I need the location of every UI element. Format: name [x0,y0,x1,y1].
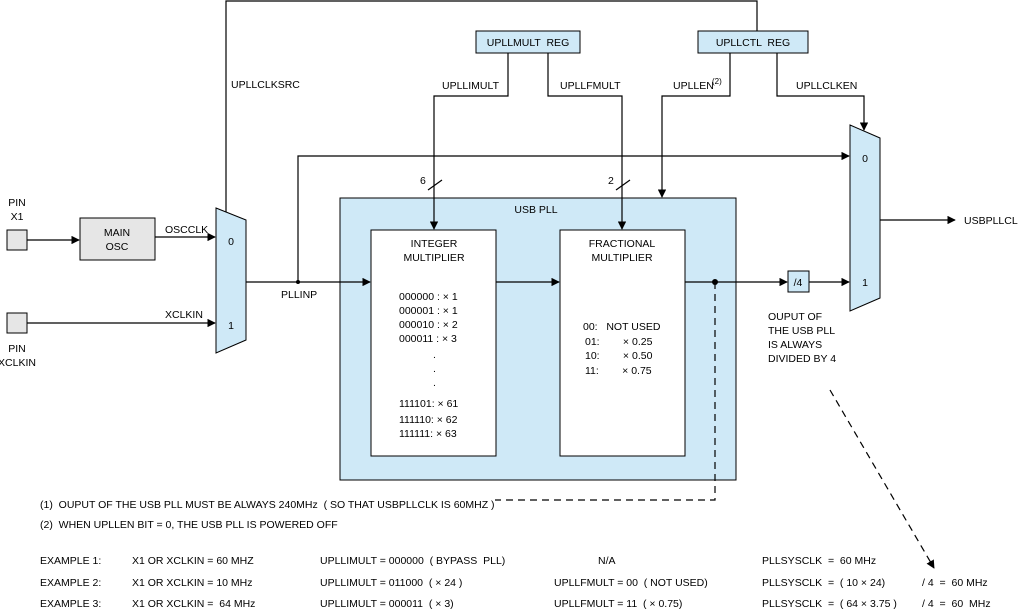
divider-note: THE USB PLL [768,325,835,337]
example-fmult: N/A [598,555,616,567]
example-fmult: UPLLFMULT = 11 ( × 0.75) [554,598,682,610]
example-name: EXAMPLE 3: [40,598,101,610]
integer-row: 111110: × 62 [399,414,458,426]
wire-upllimult [429,53,509,230]
example-name: EXAMPLE 2: [40,577,101,589]
fractional-multiplier-box [559,229,686,457]
pin-x1-box [6,229,28,251]
example-sysclk: PLLSYSCLK = ( 10 × 24) [762,577,885,589]
example-imult: UPLLIMULT = 000000 ( BYPASS PLL) [320,555,505,567]
example-clk: X1 OR XCLKIN = 60 MHZ [132,555,254,567]
wire-upllen [657,53,731,198]
integer-row: 000011 : × 3 [399,333,457,345]
junction-dot [296,280,300,284]
wire-bypass [297,151,850,282]
wires [27,0,956,328]
signal-usbpllclk: USBPLLCLK [964,215,1018,227]
example-div: / 4 = 60 MHz [922,577,988,589]
upllmult-reg [475,30,581,54]
example-clk: X1 OR XCLKIN = 10 MHz [132,577,253,589]
upllmult-reg-label: UPLLMULT REG [487,37,569,49]
example-div: / 4 = 60 MHz [922,598,991,610]
dashed-note-1 [495,282,716,501]
integer-row: 000000 : × 1 [399,291,458,303]
dashed-wires [495,282,935,569]
signal-pllinp: PLLINP [281,289,317,301]
pin-x1-label: X1 [11,211,24,223]
signal-upllen: UPLLEN [673,80,714,92]
left-mux-input-0: 0 [228,236,234,248]
main-osc-label: MAIN [104,227,130,239]
signal-upllclksrc: UPLLCLKSRC [231,79,300,91]
dashed-note-divider [829,389,935,569]
signal-upllclken: UPLLCLKEN [796,80,857,92]
example-clk: X1 OR XCLKIN = 64 MHz [132,598,255,610]
fractional-multiplier-title-2: MULTIPLIER [591,252,652,264]
example-imult: UPLLIMULT = 000011 ( × 3) [320,598,454,610]
pin-xclkin-label: PIN [8,343,26,355]
bus-slash-imult [427,179,443,191]
signal-upllimult: UPLLIMULT [442,80,500,92]
wire-upllfmult [547,53,627,230]
signal-upllen-note: (2) [712,77,722,86]
integer-row: 111101: × 61 [399,398,458,410]
divider-note: OUPUT OF [768,311,822,323]
signal-xclkin: XCLKIN [165,309,203,321]
integer-row: 111111: × 63 [399,428,457,440]
pin-x1-label: PIN [8,197,26,209]
note-1: (1) OUPUT OF THE USB PLL MUST BE ALWAYS … [40,499,495,511]
integer-dot: . [433,363,436,375]
bus-width-fmult: 2 [608,175,614,187]
left-mux-input-1: 1 [228,320,234,332]
fractional-row: 00: NOT USED [583,321,661,333]
fractional-multiplier-title-1: FRACTIONAL [589,238,656,250]
upllctl-reg-label: UPLLCTL REG [716,37,790,49]
main-osc-box [79,217,156,261]
example-imult: UPLLIMULT = 011000 ( × 24 ) [320,577,462,589]
integer-row: 000001 : × 1 [399,305,458,317]
right-mux-input-1: 1 [862,277,868,289]
example-sysclk: PLLSYSCLK = ( 64 × 3.75 ) [762,598,897,610]
divider-note: IS ALWAYS [768,339,822,351]
examples: EXAMPLE 1: X1 OR XCLKIN = 60 MHZ UPLLIMU… [40,555,991,610]
wire-upllclksrc [225,0,758,212]
example-fmult: UPLLFMULT = 00 ( NOT USED) [554,577,708,589]
example-sysclk: PLLSYSCLK = 60 MHz [762,555,876,567]
fractional-row: 11: × 0.75 [585,365,652,377]
pin-xclkin-box [6,312,28,334]
left-mux [215,207,247,354]
right-mux-input-0: 0 [862,153,868,165]
main-osc-label: OSC [106,241,129,253]
integer-multiplier-title-2: MULTIPLIER [403,252,464,264]
upllctl-reg [697,30,809,54]
junction-dot [712,279,718,285]
signal-upllfmult: UPLLFMULT [560,80,621,92]
note-2: (2) WHEN UPLLEN BIT = 0, THE USB PLL IS … [40,519,338,531]
example-name: EXAMPLE 1: [40,555,101,567]
integer-multiplier-box [370,229,497,457]
integer-multiplier-title-1: INTEGER [411,238,458,250]
wire-upllclken [776,53,869,131]
pin-xclkin-label: XCLKIN [0,357,36,369]
fractional-row: 01: × 0.25 [585,336,653,348]
divider-note: DIVIDED BY 4 [768,353,836,365]
integer-row: 000010 : × 2 [399,319,458,331]
usb-pll-title: USB PLL [514,204,557,216]
integer-dot: . [433,377,436,389]
integer-dot: . [433,349,436,361]
bus-slash-fmult [615,179,631,191]
fractional-row: 10: × 0.50 [585,350,653,362]
right-mux [849,124,881,312]
bus-width-imult: 6 [420,175,426,187]
divide-by-4-label: /4 [794,277,803,289]
signal-oscclk: OSCCLK [165,224,208,236]
